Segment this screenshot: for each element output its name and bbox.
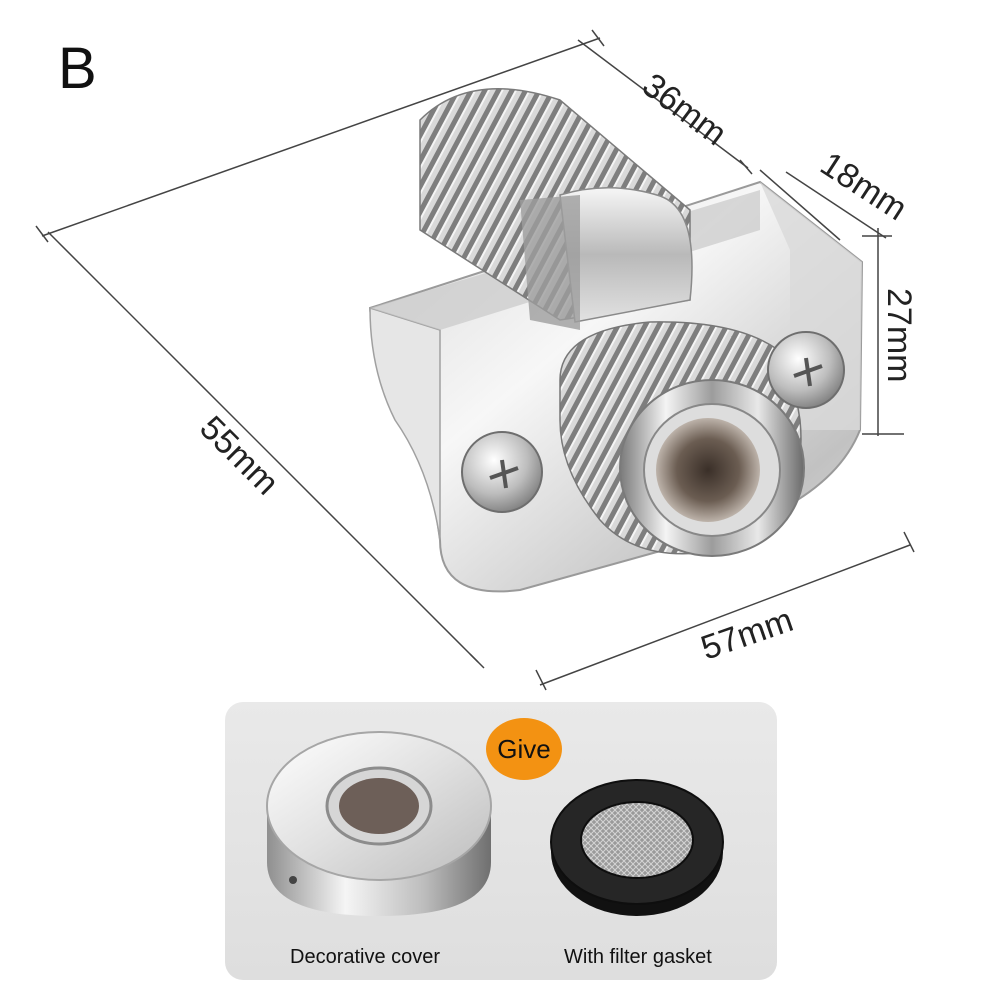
dim-label-width: 57mm [696, 601, 798, 668]
product-diagram: 55mm 57mm 36mm 18mm 27mm [35, 29, 918, 691]
filter-gasket-label: With filter gasket [564, 946, 712, 968]
gift-panel [225, 702, 777, 980]
dim-label-bracket-depth: 18mm [814, 145, 914, 228]
dimension-lines [35, 29, 915, 691]
filter-gasket-icon [550, 779, 724, 916]
threaded-pipe-upper [419, 88, 693, 330]
dim-label-thread-length: 36mm [635, 66, 733, 153]
dim-label-height: 27mm [880, 288, 918, 382]
decorative-cover-ring-icon [266, 731, 492, 916]
screw-left-icon [461, 431, 543, 513]
variant-letter: B [58, 36, 97, 101]
threaded-outlet-front [559, 321, 805, 557]
give-badge: Give [486, 718, 562, 780]
screw-right-icon [767, 331, 845, 409]
decorative-cover-label: Decorative cover [290, 946, 441, 968]
gift-items-illustration [266, 731, 724, 916]
